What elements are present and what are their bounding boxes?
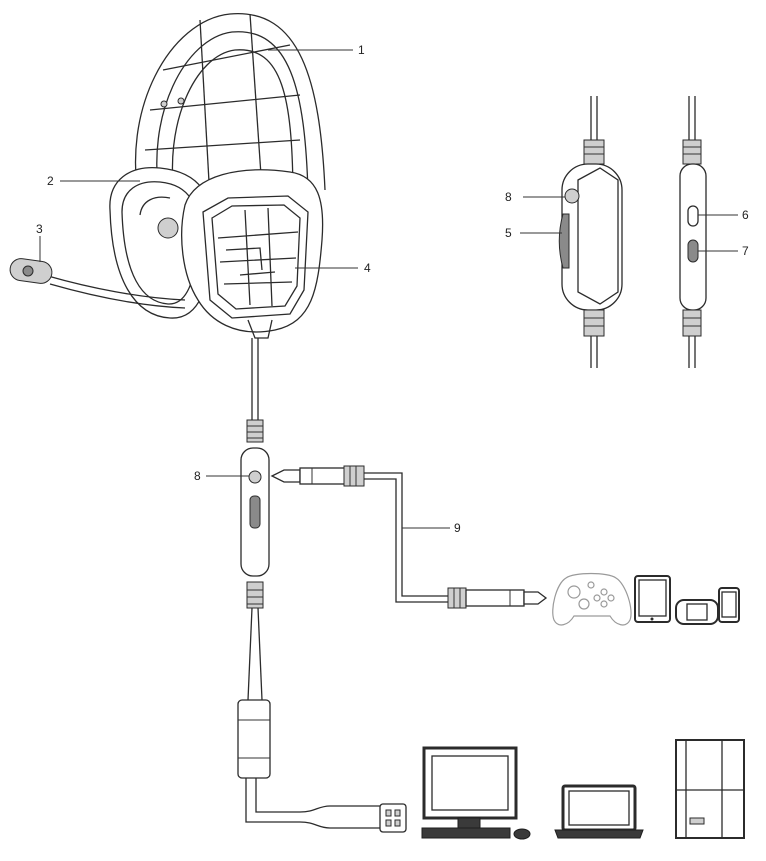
callout-3: 3	[36, 222, 43, 236]
game-console-icon	[675, 739, 745, 839]
desktop-computer-icon	[421, 746, 531, 840]
remote-detail-front	[558, 96, 623, 368]
callout-2: 2	[47, 174, 54, 188]
audio-cable	[270, 465, 548, 609]
gamepad-icon	[552, 572, 632, 626]
main-cable	[237, 338, 407, 833]
callout-6: 6	[742, 208, 749, 222]
mic-mute-button[interactable]	[248, 470, 262, 484]
volume-wheel[interactable]	[249, 495, 261, 529]
laptop-icon	[554, 784, 644, 839]
detail-volume-wheel[interactable]	[558, 213, 570, 269]
callout-7: 7	[742, 244, 749, 258]
handheld-console-icon	[675, 599, 719, 625]
callout-8-cable: 8	[194, 469, 201, 483]
callout-1: 1	[358, 43, 365, 57]
callout-leaders	[39, 49, 738, 529]
ferrite-core	[237, 699, 271, 779]
callout-9: 9	[454, 521, 461, 535]
callout-5: 5	[505, 226, 512, 240]
remote-detail-side	[679, 96, 707, 368]
detail-mute-button[interactable]	[564, 188, 580, 204]
headband	[134, 13, 326, 206]
tablet-icon	[634, 575, 671, 623]
phone-icon	[718, 587, 740, 623]
detail-mic-switch[interactable]	[687, 205, 699, 227]
usb-plug	[379, 803, 407, 833]
callout-8-detail: 8	[505, 190, 512, 204]
detail-volume-slider[interactable]	[687, 239, 699, 263]
right-ear-cup	[181, 169, 324, 339]
callout-4: 4	[364, 261, 371, 275]
headset	[9, 13, 326, 339]
microphone-boom	[9, 258, 186, 309]
